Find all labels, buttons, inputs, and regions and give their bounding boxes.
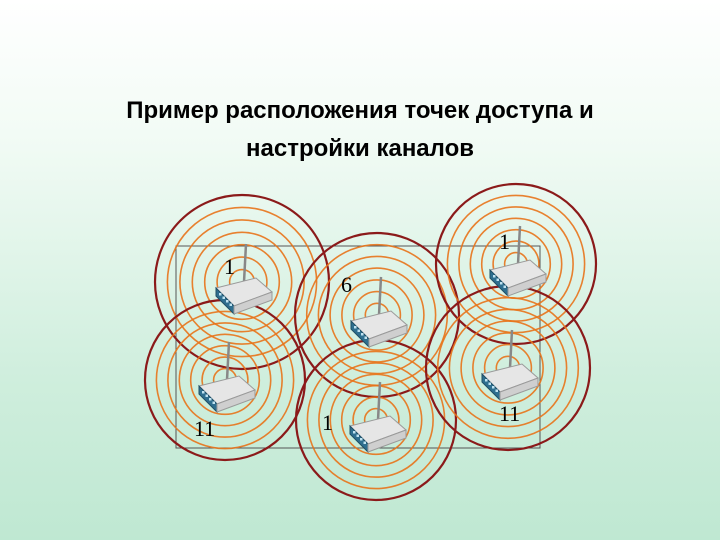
- channel-label-ap4: 11: [194, 416, 215, 441]
- channel-label-ap6: 11: [499, 401, 520, 426]
- router-side: [368, 324, 408, 348]
- router-icon: [349, 381, 407, 454]
- status-led: [485, 379, 488, 382]
- status-led: [360, 438, 363, 441]
- router-icon: [350, 276, 408, 349]
- status-led: [361, 333, 364, 336]
- channel-label-ap3: 1: [499, 229, 510, 254]
- channel-label-ap2: 6: [341, 272, 352, 297]
- status-led: [202, 391, 205, 394]
- status-led: [353, 431, 356, 434]
- router-icon: [481, 329, 539, 402]
- status-led: [226, 300, 229, 303]
- antenna-icon: [377, 276, 383, 316]
- signal-ring: [341, 279, 413, 351]
- slide-title-line2: настройки каналов: [246, 135, 474, 162]
- router-icon: [198, 341, 256, 414]
- status-led: [205, 394, 208, 397]
- status-led: [493, 275, 496, 278]
- status-led: [488, 382, 491, 385]
- signal-ring: [167, 322, 283, 438]
- signal-ring: [155, 310, 295, 450]
- status-led: [229, 303, 232, 306]
- antenna-icon: [225, 341, 231, 381]
- slide-title: Пример расположения точек доступа и наст…: [40, 92, 680, 168]
- status-led: [363, 441, 366, 444]
- signal-ring: [460, 320, 556, 416]
- status-led: [496, 278, 499, 281]
- signal-ring: [340, 384, 412, 456]
- signal-ring: [329, 267, 425, 363]
- channel-label-ap1: 1: [224, 254, 235, 279]
- coverage-boundary: [434, 182, 598, 346]
- status-led: [495, 389, 498, 392]
- signal-ring: [191, 231, 293, 333]
- router-icon: [489, 225, 547, 298]
- signal-ring: [179, 219, 305, 345]
- signal-ring: [318, 362, 434, 478]
- status-led: [364, 336, 367, 339]
- slide-title-line1: Пример расположения точек доступа и: [126, 97, 594, 124]
- signal-ring: [189, 344, 261, 416]
- router-icon: [215, 243, 273, 316]
- status-led: [492, 386, 495, 389]
- signal-ring: [203, 243, 281, 321]
- antenna-icon: [376, 381, 382, 421]
- signal-ring: [329, 373, 423, 467]
- status-led: [219, 293, 222, 296]
- router-side: [499, 377, 539, 401]
- signal-ring: [446, 194, 586, 334]
- status-led: [354, 326, 357, 329]
- status-led: [500, 282, 503, 285]
- status-led: [357, 329, 360, 332]
- status-led: [222, 296, 225, 299]
- antenna-icon: [516, 225, 522, 265]
- coverage-cell-1: [153, 193, 331, 371]
- router-side: [216, 389, 256, 413]
- signal-ring: [166, 206, 318, 358]
- router-side: [233, 291, 273, 315]
- signal-ring: [436, 296, 580, 440]
- signal-ring: [472, 332, 544, 404]
- status-led: [209, 398, 212, 401]
- router-side: [367, 429, 407, 453]
- channel-label-ap5: 1: [322, 410, 333, 435]
- antenna-icon: [508, 329, 514, 369]
- coverage-cell-6: [424, 284, 592, 452]
- signal-ring: [448, 308, 568, 428]
- coverage-frame: [175, 245, 541, 449]
- status-led: [356, 434, 359, 437]
- router-side: [507, 273, 547, 297]
- status-led: [212, 401, 215, 404]
- antenna-icon: [242, 243, 248, 283]
- signal-ring: [178, 333, 272, 427]
- status-led: [503, 285, 506, 288]
